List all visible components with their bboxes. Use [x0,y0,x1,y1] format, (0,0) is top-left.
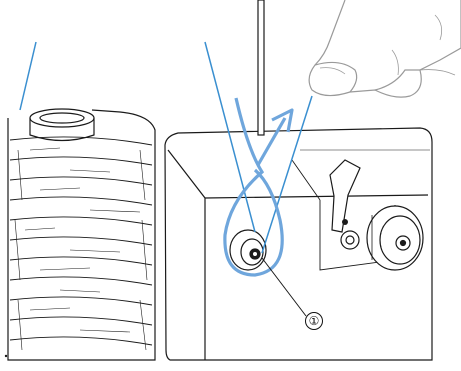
hand-pinching-thread-icon [309,0,461,97]
tension-knob [230,230,266,270]
callout-marker-1: ① [305,312,323,330]
thread-spool-icon [8,109,155,360]
